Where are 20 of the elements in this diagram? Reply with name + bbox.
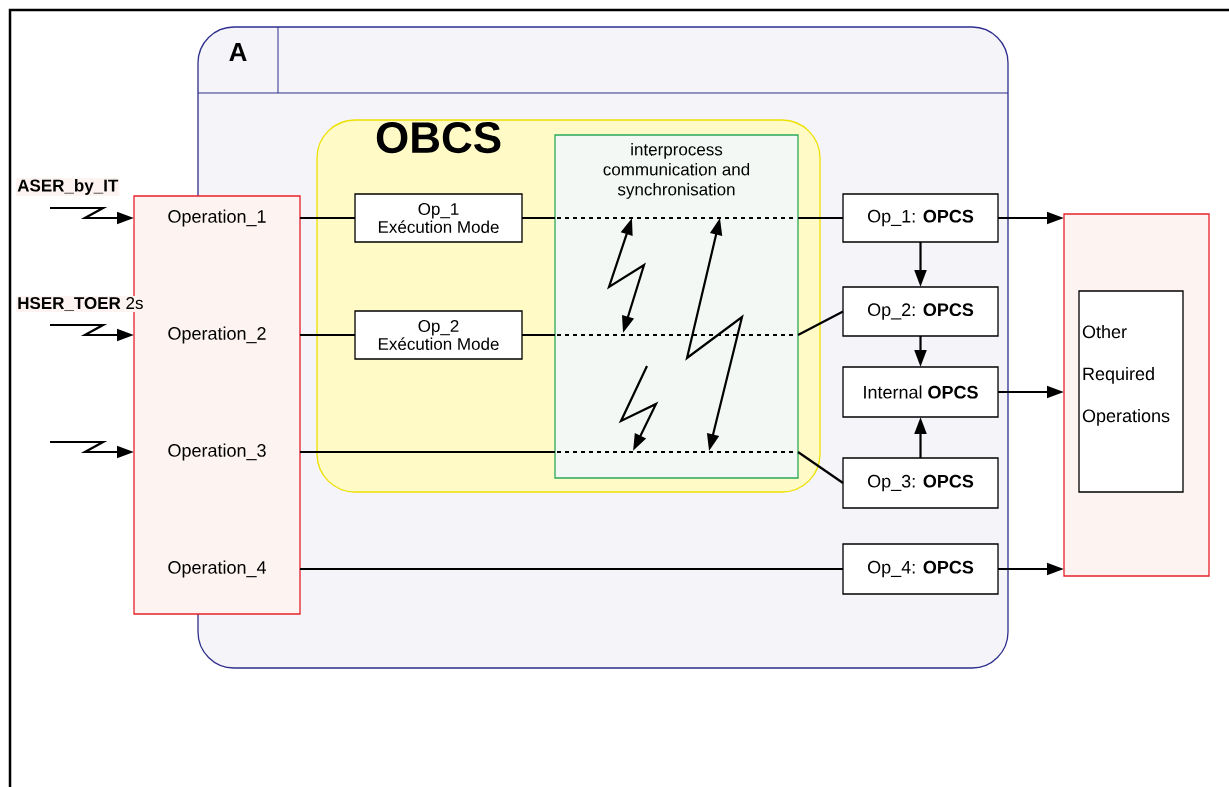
opcs-box: Op_1: OPCS bbox=[842, 193, 999, 243]
signal-label: ASER_by_IT bbox=[16, 178, 120, 196]
connector-line bbox=[300, 450, 555, 454]
connector-line bbox=[300, 567, 843, 571]
connector-line bbox=[522, 216, 555, 220]
signal-label: HSER_TOER 2s bbox=[16, 296, 145, 312]
execution-mode-box: Op_2 Exécution Mode bbox=[354, 310, 523, 360]
connector-line bbox=[300, 333, 355, 337]
execution-mode-box: Op_1 Exécution Mode bbox=[354, 193, 523, 243]
connector-line bbox=[300, 216, 355, 220]
opcs-box: Internal OPCS bbox=[842, 366, 999, 418]
opcs-box: Op_2: OPCS bbox=[842, 286, 999, 337]
opcs-box: Op_4: OPCS bbox=[842, 543, 999, 595]
communication-box: interprocess communication and synchronisation bbox=[554, 134, 799, 479]
connector-line bbox=[797, 451, 844, 484]
required-operations-box: Other Required Operations bbox=[1078, 290, 1184, 493]
connector-line bbox=[797, 310, 844, 336]
connector-line bbox=[798, 216, 843, 220]
opcs-box: Op_3: OPCS bbox=[842, 457, 999, 509]
connector-line bbox=[522, 333, 555, 337]
